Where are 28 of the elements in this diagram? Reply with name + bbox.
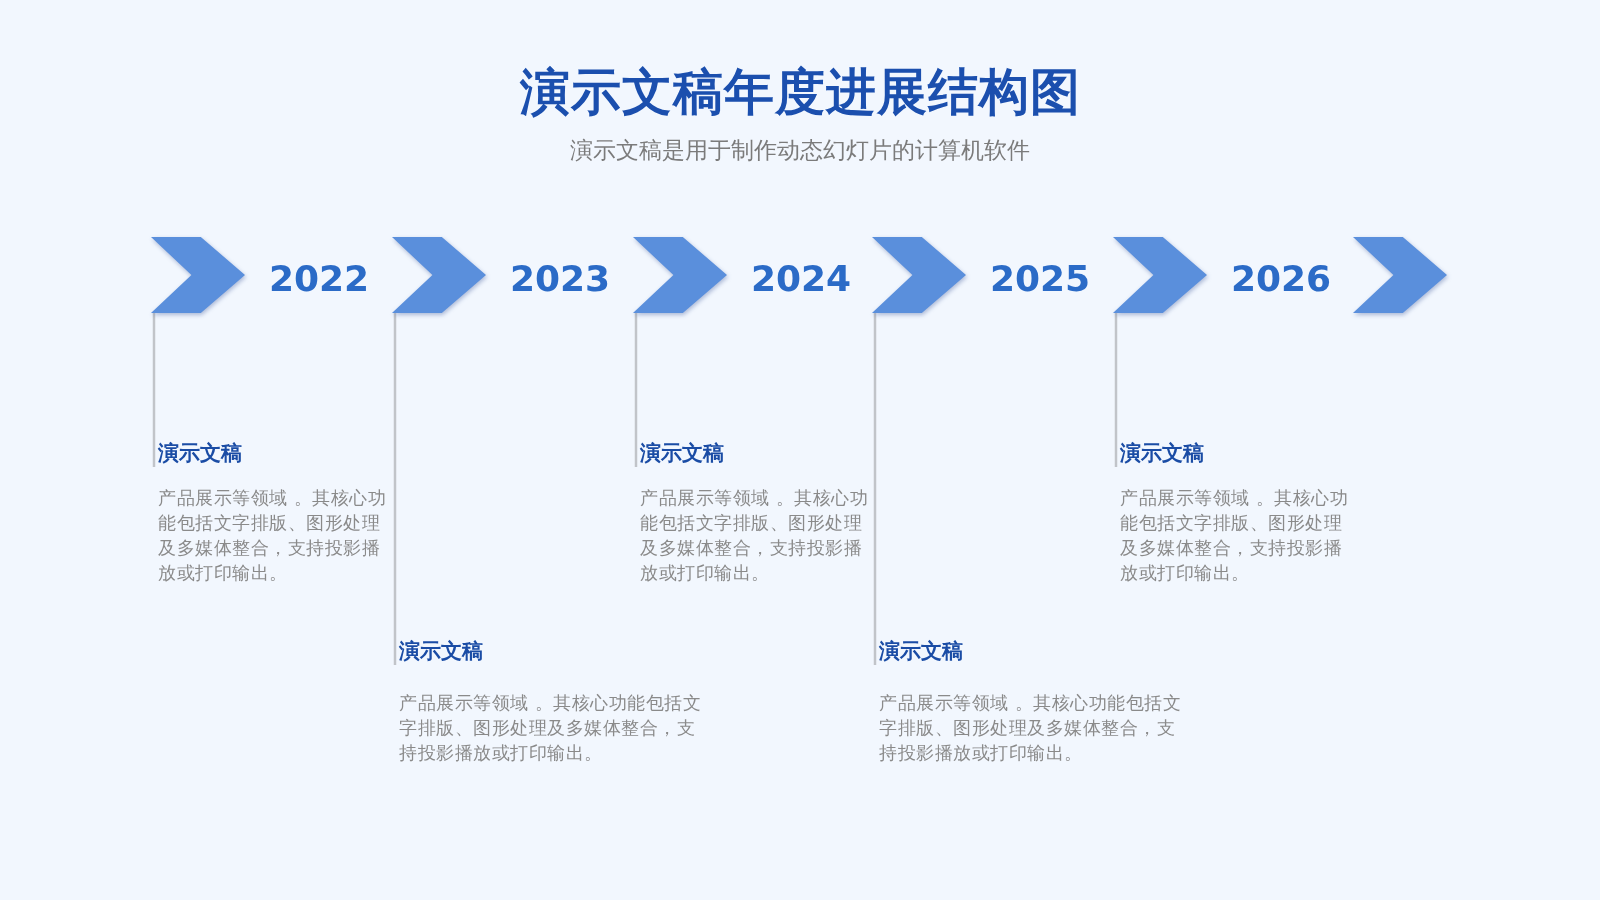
chevron-arrow xyxy=(151,237,245,313)
connector-line xyxy=(873,313,877,665)
entry-description: 产品展示等领域 。其核心功能包括文字排版、图形处理及多媒体整合，支持投影播放或打印输出。 xyxy=(640,486,870,585)
year-label: 2024 xyxy=(750,257,852,301)
year-label: 2023 xyxy=(509,257,611,301)
connector-line xyxy=(1114,313,1118,467)
year-label: 2022 xyxy=(268,257,370,301)
chevron-arrow xyxy=(1353,237,1447,313)
year-label: 2025 xyxy=(989,257,1091,301)
chevron-arrow xyxy=(872,237,966,313)
connector-line xyxy=(393,313,397,665)
connector-line xyxy=(152,313,156,467)
entry-heading: 演示文稿 xyxy=(640,440,724,467)
entry-description: 产品展示等领域 。其核心功能包括文字排版、图形处理及多媒体整合，支持投影播放或打印输出。 xyxy=(399,691,703,765)
entry-heading: 演示文稿 xyxy=(879,638,963,665)
year-label: 2026 xyxy=(1230,257,1332,301)
diagram-title: 演示文稿年度进展结构图 xyxy=(519,62,1081,122)
chevron-arrow xyxy=(1113,237,1207,313)
entry-description: 产品展示等领域 。其核心功能包括文字排版、图形处理及多媒体整合，支持投影播放或打印输出。 xyxy=(879,691,1183,765)
subtitle: 演示文稿是用于制作动态幻灯片的计算机软件 xyxy=(570,136,1030,165)
connector-line xyxy=(634,313,638,467)
entry-heading: 演示文稿 xyxy=(158,440,242,467)
entry-description: 产品展示等领域 。其核心功能包括文字排版、图形处理及多媒体整合，支持投影播放或打印输出。 xyxy=(1120,486,1350,585)
entry-heading: 演示文稿 xyxy=(399,638,483,665)
entry-heading: 演示文稿 xyxy=(1120,440,1204,467)
chevron-arrow xyxy=(633,237,727,313)
entry-description: 产品展示等领域 。其核心功能包括文字排版、图形处理及多媒体整合，支持投影播放或打印输出。 xyxy=(158,486,388,585)
chevron-arrow xyxy=(392,237,486,313)
